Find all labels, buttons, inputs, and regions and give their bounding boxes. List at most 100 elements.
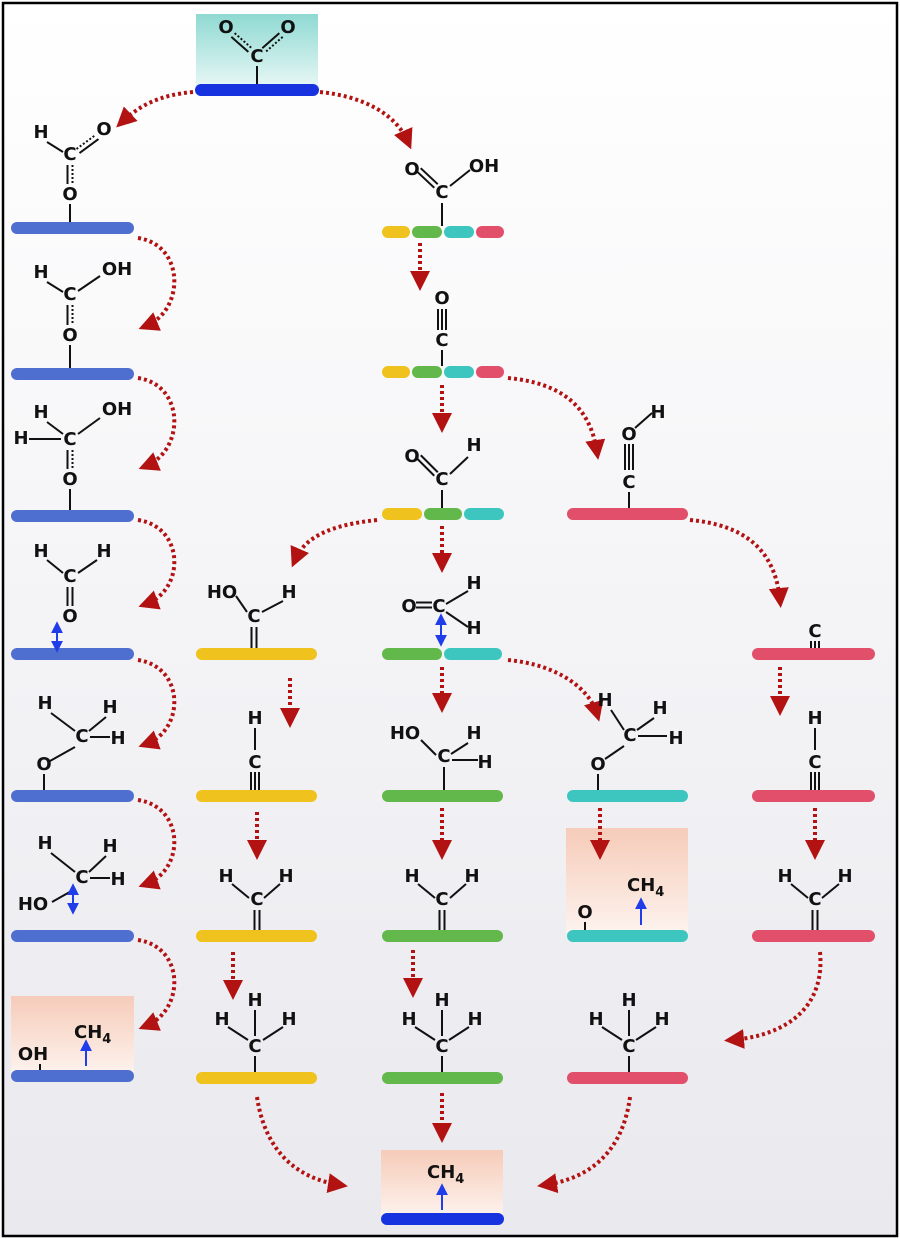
atom-label-2: C — [250, 46, 263, 67]
bond-183 — [448, 1026, 470, 1041]
atom-label-162: H — [777, 866, 792, 887]
atom-label-68: O — [404, 159, 419, 180]
atom-label-46: H — [37, 693, 52, 714]
atom-label-65: OH — [18, 1044, 48, 1065]
bond-149 — [263, 883, 281, 899]
atom-label-90: C — [622, 472, 635, 493]
bond-134 — [610, 709, 625, 731]
bond-33 — [77, 417, 101, 435]
surface-co2-seg-0 — [195, 84, 319, 96]
reaction-arrow-0 — [116, 90, 194, 128]
atom-label-57: H — [102, 836, 117, 857]
bond-52 — [88, 716, 107, 732]
atom-label-48: H — [110, 728, 125, 749]
bond-165 — [790, 883, 809, 899]
atom-label-179: H — [467, 1009, 482, 1030]
atom-label-82: H — [466, 435, 481, 456]
bond-86 — [449, 456, 469, 475]
ch4-label-67: CH4 — [74, 1022, 111, 1047]
atom-label-88: H — [650, 402, 665, 423]
surface-left-0-seg-0 — [11, 222, 134, 234]
atom-label-8: H — [33, 122, 48, 143]
surface-cho-seg-2 — [464, 508, 504, 520]
reaction-arrow-16 — [290, 518, 378, 568]
surface-ch-p-seg-0 — [752, 790, 875, 802]
bond-135 — [636, 717, 655, 731]
bond-110 — [445, 611, 469, 628]
atom-label-21: O — [62, 325, 77, 346]
atom-label-103: O — [401, 596, 416, 617]
bond-148 — [231, 883, 250, 899]
bond-71 — [416, 171, 435, 189]
atom-label-188: C — [622, 1036, 635, 1057]
atom-label-106: H — [466, 618, 481, 639]
reaction-arrows — [116, 90, 825, 1194]
bond-73 — [449, 169, 471, 187]
atom-label-154: C — [435, 889, 448, 910]
atom-label-9: O — [96, 119, 111, 140]
bond-156 — [449, 883, 467, 899]
surface-choh-seg-0 — [196, 648, 317, 660]
atom-label-139: H — [807, 708, 822, 729]
atom-label-163: H — [837, 866, 852, 887]
surface-co-seg-2 — [444, 366, 474, 378]
bond-13 — [78, 138, 100, 154]
surface-c-seg-0 — [752, 648, 875, 660]
bond-174 — [227, 1026, 249, 1041]
atom-label-130: H — [652, 698, 667, 719]
atom-label-121: HO — [390, 723, 420, 744]
bond-3 — [230, 36, 250, 53]
atom-label-41: O — [62, 606, 77, 627]
reaction-arrow-26 — [255, 1096, 348, 1194]
atom-label-177: H — [434, 990, 449, 1011]
ch4-label-193: CH4 — [427, 1162, 464, 1187]
atom-label-146: H — [278, 866, 293, 887]
bond-5 — [261, 32, 281, 49]
bond-42 — [46, 559, 64, 574]
atom-label-178: H — [401, 1009, 416, 1030]
atom-label-147: C — [250, 889, 263, 910]
bond-126 — [450, 742, 469, 755]
atom-label-145: H — [218, 866, 233, 887]
reaction-arrow-27 — [537, 1096, 632, 1194]
bond-62 — [88, 855, 107, 873]
bond-61 — [50, 852, 76, 873]
atom-label-58: H — [110, 869, 125, 890]
atom-label-1: O — [280, 17, 295, 38]
surface-left-2-seg-0 — [11, 510, 134, 522]
surface-left-3-seg-0 — [11, 648, 134, 660]
surface-co-seg-3 — [476, 366, 504, 378]
product-box-left — [11, 996, 134, 1074]
surface-cooh-seg-0 — [382, 226, 410, 238]
atom-label-40: C — [63, 566, 76, 587]
surface-ch2-p-seg-0 — [752, 930, 875, 942]
surface-ch2o-seg-1 — [444, 648, 502, 660]
ch4-label-161: CH4 — [627, 875, 664, 900]
atom-label-185: H — [621, 990, 636, 1011]
atom-label-59: C — [75, 867, 88, 888]
surface-co-seg-1 — [412, 366, 442, 378]
atom-label-20: C — [63, 284, 76, 305]
atom-label-153: H — [464, 866, 479, 887]
reaction-arrow-25 — [724, 951, 823, 1049]
reaction-arrow-3 — [137, 376, 177, 471]
surface-co-seg-0 — [382, 366, 410, 378]
atom-label-60: HO — [18, 894, 48, 915]
surface-cooh-seg-2 — [444, 226, 474, 238]
surface-chhoh-seg-0 — [382, 790, 503, 802]
atom-label-70: C — [435, 182, 448, 203]
atom-label-69: OH — [469, 156, 499, 177]
bond-182 — [414, 1026, 436, 1041]
atom-label-104: C — [432, 596, 445, 617]
bond-91 — [634, 412, 653, 429]
reaction-arrow-2 — [137, 236, 177, 331]
reaction-arrow-17 — [689, 518, 789, 608]
surface-left-4-seg-0 — [11, 790, 134, 802]
bond-72 — [420, 167, 439, 185]
atom-label-187: H — [654, 1009, 669, 1030]
surface-final-seg-0 — [381, 1213, 504, 1225]
surface-cooh-seg-1 — [412, 226, 442, 238]
atom-label-111: C — [808, 621, 821, 642]
atom-label-122: H — [466, 723, 481, 744]
atom-label-152: H — [404, 866, 419, 887]
